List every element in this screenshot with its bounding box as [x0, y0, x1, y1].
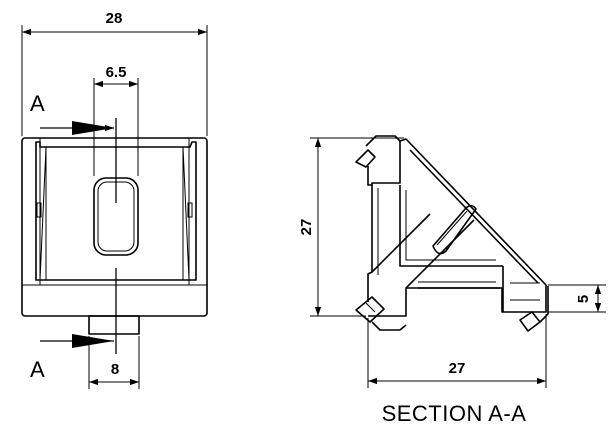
- front-tab-left: [36, 202, 42, 218]
- dim-foot-width: 8: [111, 361, 119, 378]
- front-tab-right: [187, 202, 193, 218]
- section-arrowhead-top: [72, 121, 114, 135]
- front-chamfer-left: [39, 146, 47, 281]
- vertical-leg: [367, 185, 373, 302]
- dim-overall-width: 28: [106, 10, 123, 27]
- bracket-outline: [367, 138, 547, 317]
- diagonal-slot-inner: [436, 210, 468, 246]
- front-inner-face: [45, 146, 184, 281]
- section-mark-top: A: [30, 91, 45, 116]
- inner-corner: [399, 185, 503, 267]
- diagonal-web-outer: [409, 149, 539, 284]
- section-view: 27 27 5 SECTION A-A: [298, 135, 606, 426]
- section-caption: SECTION A-A: [382, 401, 527, 426]
- right-clip: [519, 311, 541, 332]
- inner-corner-offset: [405, 190, 496, 261]
- dim-slot-width: 6.5: [106, 64, 127, 81]
- front-foot: [88, 315, 140, 335]
- front-body-outline: [21, 137, 208, 317]
- top-clip: [355, 149, 376, 168]
- front-chamfer-right: [182, 146, 190, 281]
- bottom-clip: [355, 296, 385, 323]
- dim-section-width: 27: [449, 360, 466, 377]
- section-arrowhead-bottom: [72, 334, 114, 348]
- front-flange-outline: [35, 141, 197, 281]
- bottom-clip-inner: [365, 302, 376, 313]
- dim-section-thickness: 5: [575, 295, 592, 303]
- dim-section-height: 27: [298, 219, 315, 236]
- section-mark-bottom: A: [30, 357, 45, 382]
- corner-diagonal-a: [371, 213, 431, 273]
- right-clip-arm: [539, 286, 549, 323]
- front-view: A A 28 6.5 8: [21, 10, 208, 389]
- diagonal-slot: [432, 204, 477, 255]
- horizontal-leg-ribs: [510, 282, 540, 301]
- bottom-clip-arm: [371, 321, 407, 331]
